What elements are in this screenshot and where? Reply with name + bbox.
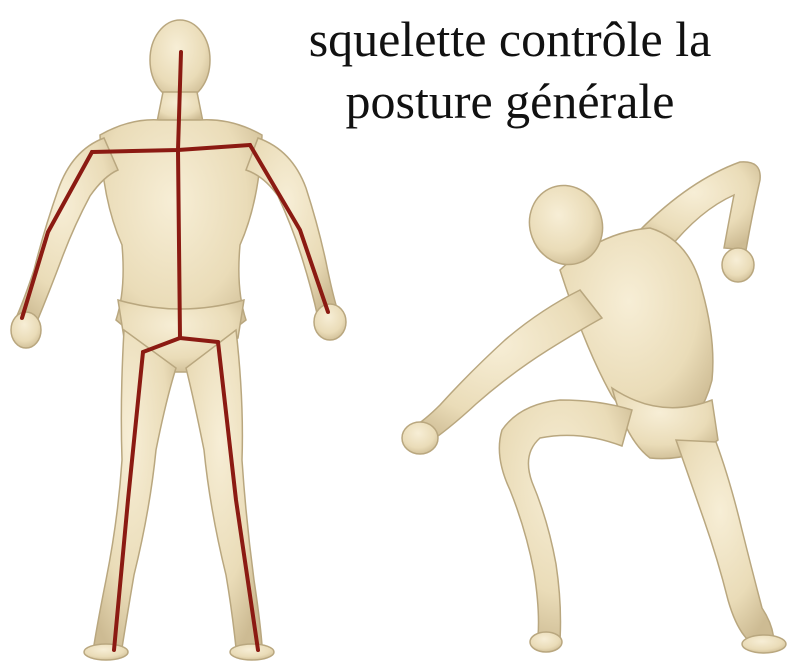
standing-left-fist [11,312,41,348]
standing-left-foot [84,644,128,660]
standing-right-foot [230,644,274,660]
posed-straight-leg [676,440,774,644]
posed-figure [402,162,786,653]
caption-line-2: posture générale [230,70,790,132]
standing-right-fist [314,304,346,340]
posed-raised-fist [722,248,754,282]
caption-line-1: squelette contrôle la [230,8,790,70]
posed-straight-foot [742,635,786,653]
standing-left-leg [94,330,176,648]
posed-reaching-fist [402,422,438,454]
standing-left-arm [16,138,118,324]
posed-bent-foot [530,632,562,652]
caption: squelette contrôle la posture générale [230,8,790,132]
posed-bent-leg [499,400,632,640]
